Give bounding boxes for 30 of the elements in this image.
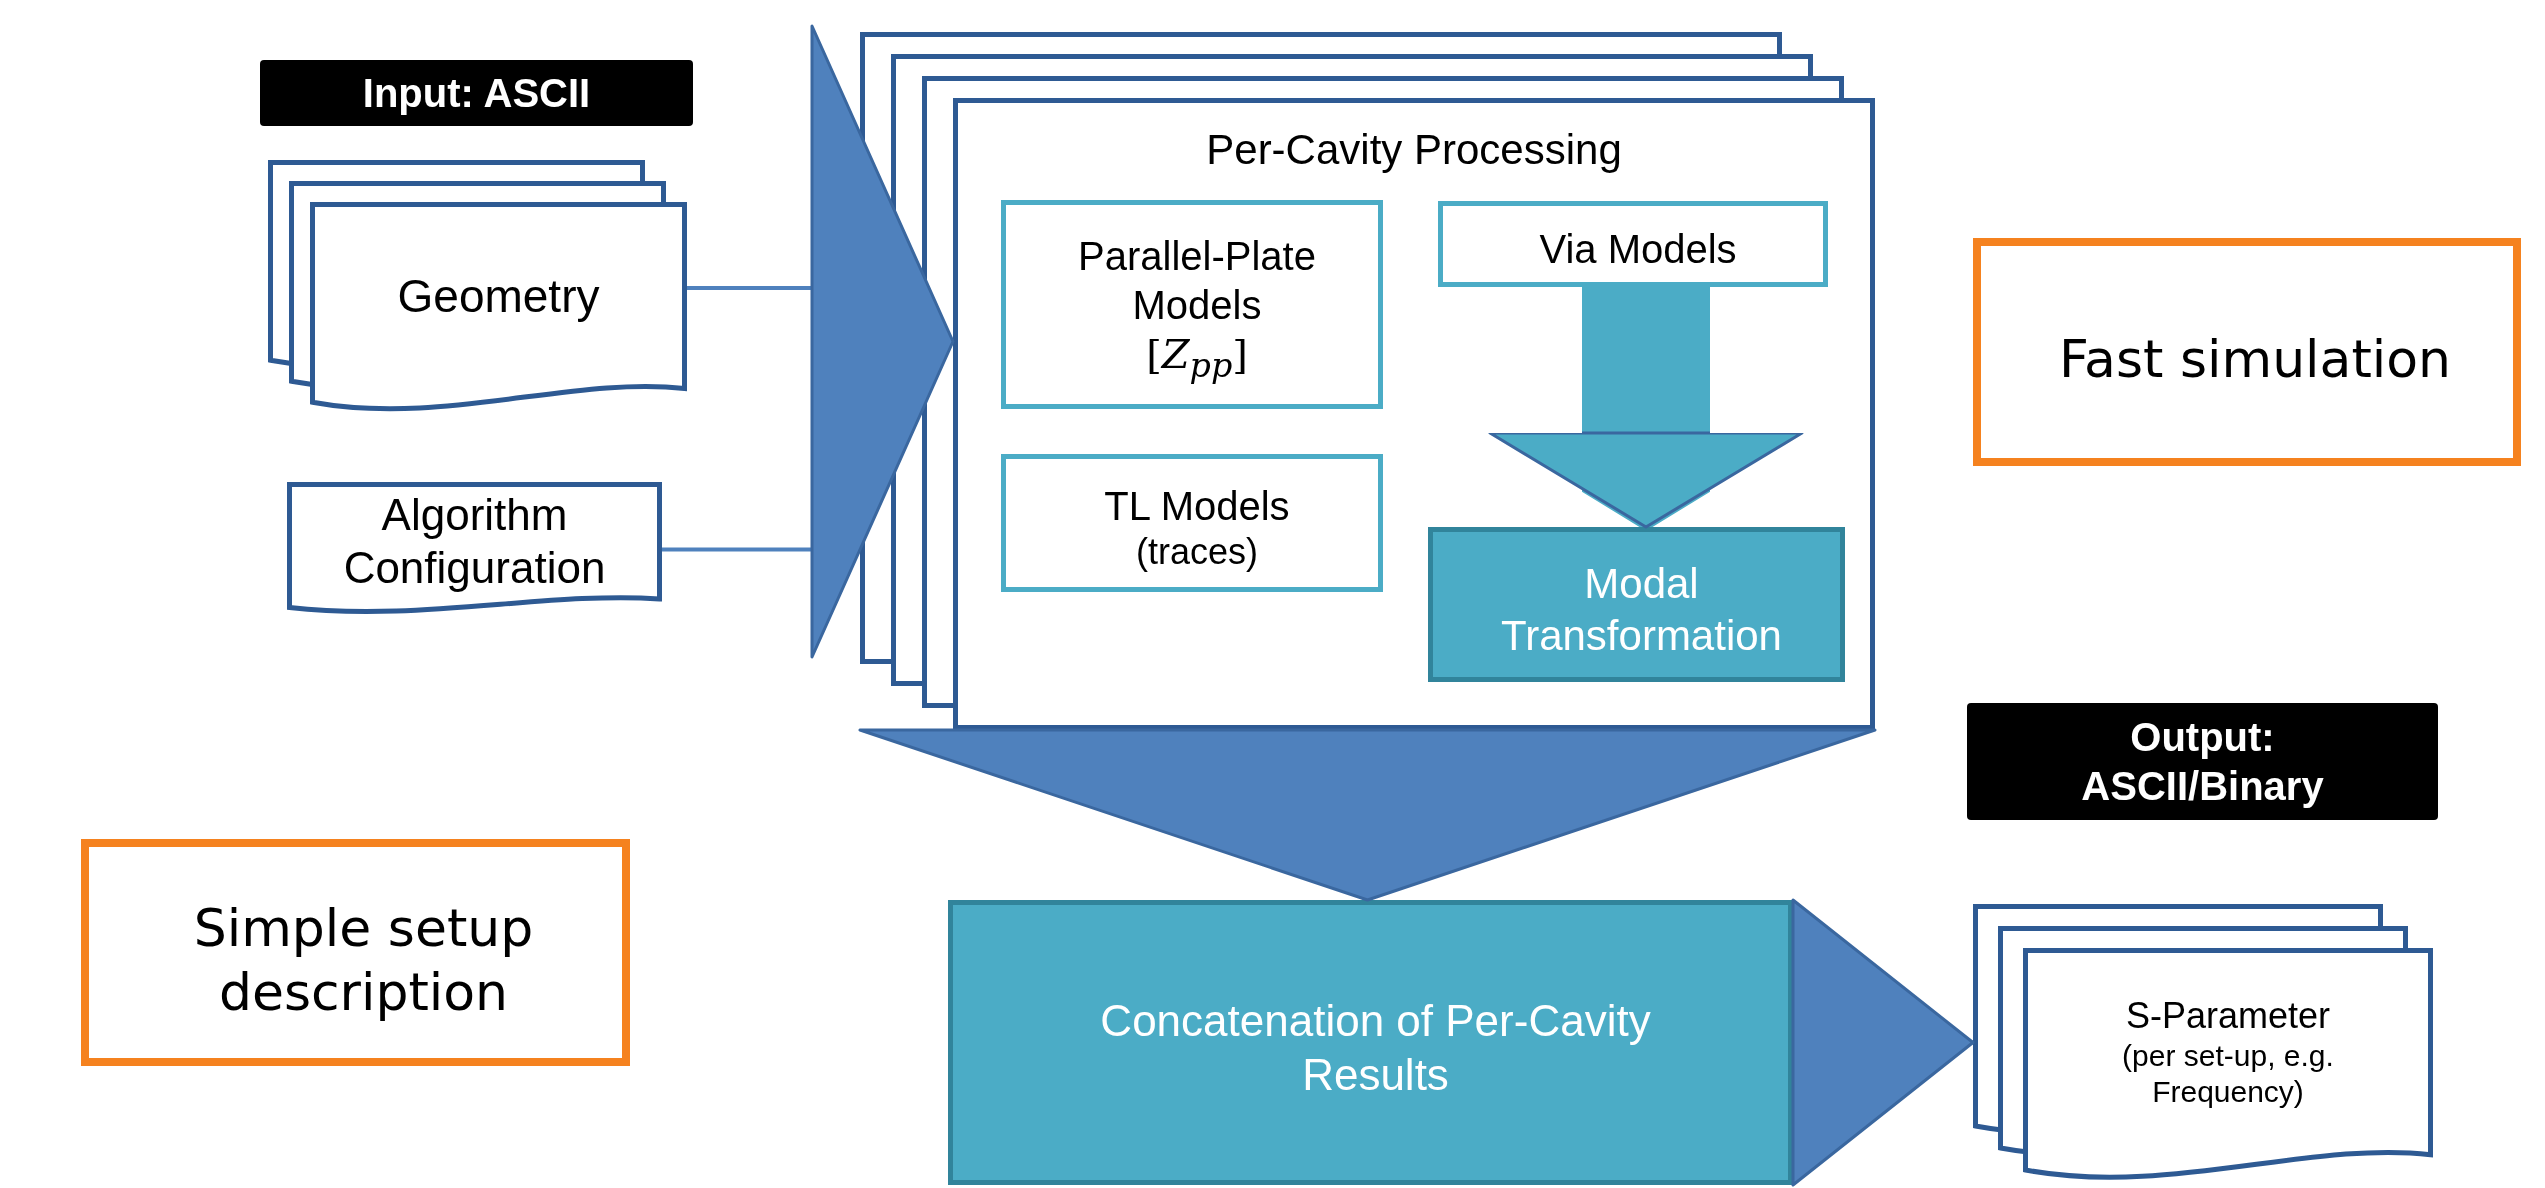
node-label: Output: ASCII/Binary <box>2080 713 2325 810</box>
node-label: Algorithm Configuration <box>342 488 607 595</box>
node-label: Geometry <box>397 269 600 325</box>
process-box <box>1438 201 1828 287</box>
node-label: S-Parameter <box>2125 993 2331 1038</box>
chevron-arrow <box>1791 898 1975 1187</box>
node-label: Parallel-Plate Models <box>1077 233 1317 330</box>
process-box <box>1428 527 1845 682</box>
process-box <box>948 900 1793 1185</box>
node-sublabel: [Z$_{pp}$] <box>1146 329 1248 387</box>
node-label: Concatenation of Per-Cavity Results <box>1099 994 1652 1101</box>
output-label-box <box>1967 703 2438 820</box>
callout-box <box>81 839 630 1066</box>
chevron-arrow <box>858 728 1877 902</box>
callout-box <box>1973 238 2521 466</box>
node-sublabel: (per set-up, e.g. Frequency) <box>2121 1037 2335 1111</box>
node-label: Simple setup description <box>192 897 535 1024</box>
input-label-box <box>260 60 693 126</box>
node-label: Fast simulation <box>2058 328 2452 392</box>
document-shape <box>287 482 662 617</box>
node-label: TL Models <box>1104 482 1290 530</box>
page-stack-container <box>953 98 1875 730</box>
process-box <box>1001 200 1383 409</box>
node-label: Input: ASCII <box>362 69 591 117</box>
process-box <box>1001 454 1383 592</box>
node-label: Via Models <box>1539 225 1737 273</box>
node-label: Modal Transformation <box>1500 559 1783 661</box>
node-sublabel: (traces) <box>1136 530 1258 575</box>
node-label: Per-Cavity Processing <box>1206 125 1622 176</box>
chevron-arrow <box>660 24 955 659</box>
